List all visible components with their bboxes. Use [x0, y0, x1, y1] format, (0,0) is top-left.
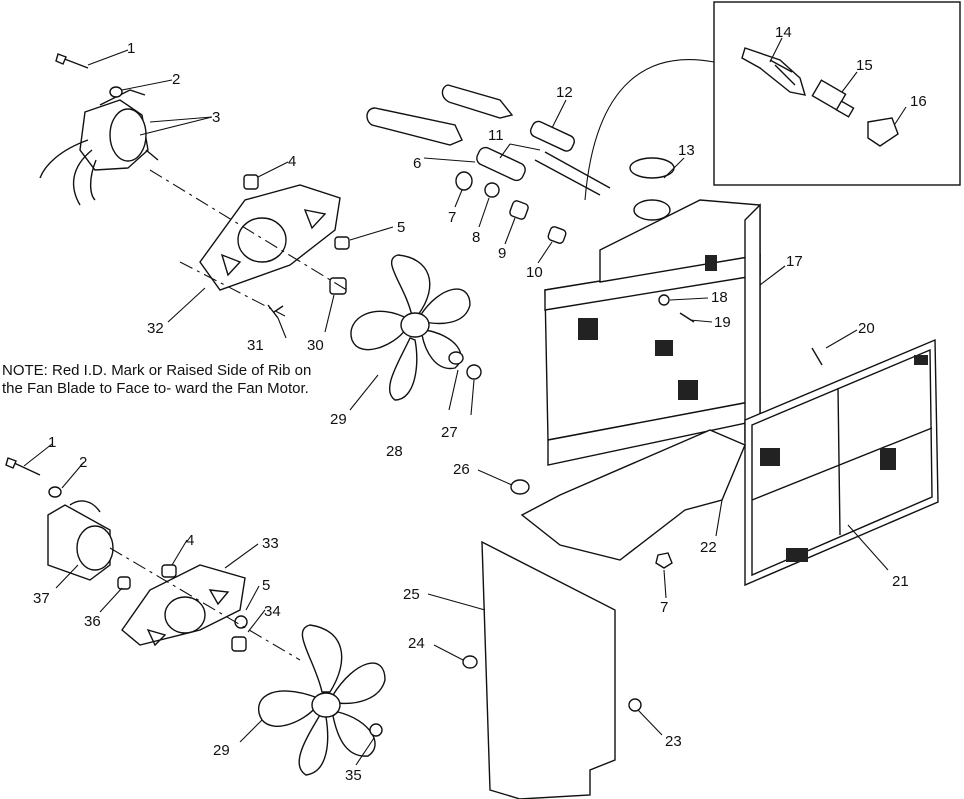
hose-upper	[441, 84, 514, 119]
callout-37: 37	[33, 590, 50, 607]
spacer-34	[231, 636, 247, 652]
shroud-panel	[481, 540, 616, 799]
callout-36: 36	[84, 613, 101, 630]
callout-34: 34	[264, 603, 281, 620]
callout-33: 33	[262, 535, 279, 552]
radiator	[544, 199, 761, 466]
spacer-4-upper	[243, 174, 259, 190]
nut-35	[369, 723, 383, 737]
callout-17: 17	[786, 253, 803, 270]
callout-13: 13	[678, 142, 695, 159]
cap-13	[629, 157, 675, 221]
spacer-4-lower	[161, 564, 177, 578]
washer-24	[462, 655, 478, 669]
callout-7-lower: 7	[660, 599, 668, 616]
washer-2-upper	[109, 86, 123, 98]
screw-1-upper	[55, 53, 89, 69]
nut-7-lower	[655, 552, 673, 569]
callout-23: 23	[665, 733, 682, 750]
callout-15: 15	[856, 57, 873, 74]
callout-32: 32	[147, 320, 164, 337]
motor-plate-upper	[199, 184, 341, 291]
washer-28	[448, 351, 464, 365]
sensor-probe	[534, 151, 611, 196]
callout-29-lower: 29	[213, 742, 230, 759]
callout-3: 3	[212, 109, 220, 126]
grommet-26	[510, 479, 530, 495]
screw-31	[267, 304, 284, 319]
inset-frame	[713, 1, 961, 186]
fan-blade-lower	[257, 624, 386, 776]
callout-26: 26	[453, 461, 470, 478]
callout-2-lower: 2	[79, 454, 87, 471]
callout-7-top: 7	[448, 209, 456, 226]
nut-5-lower	[234, 615, 248, 629]
callout-20: 20	[858, 320, 875, 337]
callout-29-upper: 29	[330, 411, 347, 428]
callout-9: 9	[498, 245, 506, 262]
callout-19: 19	[714, 314, 731, 331]
leader-lines	[23, 37, 907, 766]
callout-4-lower: 4	[186, 532, 194, 549]
fitting-12	[529, 120, 575, 152]
washer-2-lower	[48, 486, 62, 498]
fan-blade-upper	[350, 254, 471, 401]
screw-23	[628, 698, 642, 712]
fitting-9	[509, 200, 529, 220]
nut-27	[466, 364, 482, 380]
fan-motor-upper	[39, 89, 159, 206]
callout-21: 21	[892, 573, 909, 590]
callout-5-lower: 5	[262, 577, 270, 594]
callout-8: 8	[472, 229, 480, 246]
spacer-10	[547, 226, 567, 244]
callout-1-lower: 1	[48, 434, 56, 451]
callout-14: 14	[775, 24, 792, 41]
callout-28: 28	[386, 443, 403, 460]
callout-11: 11	[488, 127, 504, 144]
fitting-11-6	[476, 146, 526, 182]
callout-6: 6	[413, 155, 421, 172]
callout-27: 27	[441, 424, 458, 441]
screw-20	[811, 347, 823, 366]
callout-1-upper: 1	[127, 40, 135, 57]
nut-5-upper	[334, 236, 350, 250]
motor-plate-lower	[121, 564, 246, 647]
callout-30: 30	[307, 337, 324, 354]
inset-connector-arc	[584, 59, 715, 201]
callout-5-upper: 5	[397, 219, 405, 236]
callout-18: 18	[711, 289, 728, 306]
callout-labels: 1 2 3 4 5 6 7 8 9 10 11 12 13 14 15 16 1…	[33, 24, 927, 784]
callout-12: 12	[556, 84, 573, 101]
fan-blade-note: NOTE: Red I.D. Mark or Raised Side of Ri…	[2, 362, 312, 397]
fan-motor-lower	[47, 500, 114, 581]
callout-4-upper: 4	[288, 153, 296, 170]
callout-22: 22	[700, 539, 717, 556]
callout-25: 25	[403, 586, 420, 603]
washer-8	[484, 182, 500, 198]
spacer-36	[117, 576, 131, 590]
callout-10: 10	[526, 264, 543, 281]
callout-16: 16	[910, 93, 927, 110]
temperature-switch-assembly	[741, 47, 899, 147]
hose-lower	[366, 107, 463, 146]
callout-24: 24	[408, 635, 425, 652]
clamp-7-top	[455, 171, 473, 191]
washer-18	[658, 294, 670, 306]
spacer-30	[329, 277, 347, 295]
callout-2-upper: 2	[172, 71, 180, 88]
screw-1-lower	[5, 457, 41, 476]
callout-35: 35	[345, 767, 362, 784]
radiator-screen	[744, 338, 939, 587]
callout-31: 31	[247, 337, 264, 354]
